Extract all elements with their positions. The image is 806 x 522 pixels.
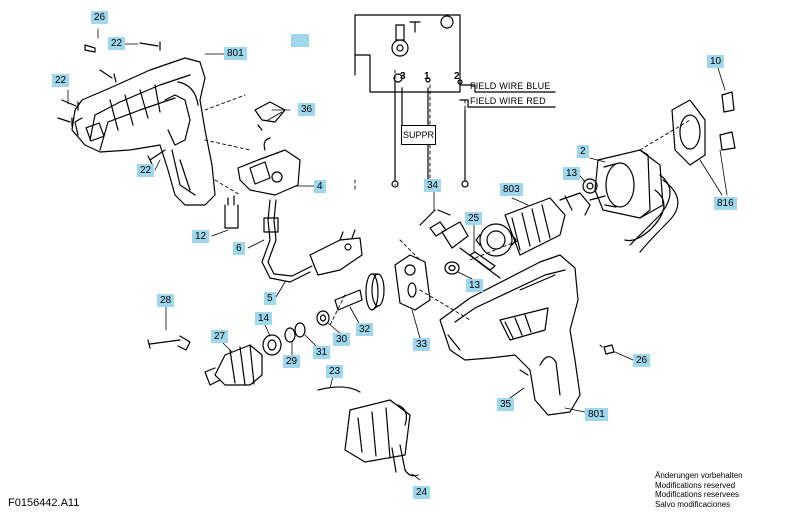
callout-26-right: 26 bbox=[633, 354, 651, 367]
callout-801-top: 801 bbox=[224, 47, 247, 60]
modification-notice: Änderungen vorbehalten Modifications res… bbox=[655, 471, 743, 509]
callout-6: 6 bbox=[233, 242, 245, 255]
callout-816: 816 bbox=[714, 197, 737, 210]
part-34 bbox=[419, 209, 469, 249]
callout-blank bbox=[291, 34, 309, 47]
part-23-24 bbox=[317, 386, 419, 477]
field-wire-blue-label: FIELD WIRE BLUE bbox=[470, 81, 551, 91]
stator-2 bbox=[594, 149, 679, 253]
notice-line-en: Modifications reserved bbox=[655, 480, 736, 490]
callout-29: 29 bbox=[283, 355, 301, 368]
callout-34: 34 bbox=[424, 179, 442, 192]
notice-line-es: Salvo modificaciones bbox=[655, 499, 731, 509]
callout-32: 32 bbox=[356, 323, 374, 336]
callout-5: 5 bbox=[264, 292, 276, 305]
wiring-schematic bbox=[354, 14, 556, 188]
washer-set bbox=[262, 310, 330, 356]
callout-803: 803 bbox=[500, 183, 523, 196]
callout-13-left: 13 bbox=[466, 279, 484, 292]
housing-half-left bbox=[71, 57, 216, 206]
screw-22-set bbox=[57, 39, 166, 165]
callout-801-bottom: 801 bbox=[585, 408, 608, 421]
terminal-1: 1 bbox=[424, 71, 430, 82]
callout-28: 28 bbox=[157, 294, 175, 307]
part-12 bbox=[224, 195, 239, 229]
chuck-key-28 bbox=[147, 335, 191, 351]
armature-803 bbox=[475, 192, 606, 257]
brush-holder-816 bbox=[671, 91, 736, 166]
assembly-guide-lines bbox=[204, 69, 691, 351]
document-reference: F0156442.A11 bbox=[8, 497, 80, 509]
power-cord bbox=[261, 199, 363, 283]
callout-4: 4 bbox=[314, 180, 326, 193]
bearing-13 bbox=[444, 178, 598, 275]
callout-31: 31 bbox=[313, 346, 331, 359]
callout-35: 35 bbox=[497, 398, 515, 411]
terminal-2: 2 bbox=[454, 71, 460, 82]
callout-2: 2 bbox=[577, 145, 589, 158]
callout-22-left: 22 bbox=[52, 74, 70, 87]
notice-line-fr: Modifications reservees bbox=[655, 490, 740, 499]
callout-14: 14 bbox=[255, 312, 273, 325]
gear-shaft-32 bbox=[334, 273, 385, 311]
suppressor-box: SUPPR bbox=[401, 125, 436, 145]
callout-22-top: 22 bbox=[108, 37, 126, 50]
field-wire-red-label: FIELD WIRE RED bbox=[470, 96, 546, 106]
callout-33: 33 bbox=[413, 338, 431, 351]
part-25 bbox=[459, 247, 501, 279]
part-36 bbox=[254, 101, 286, 131]
callout-23: 23 bbox=[326, 365, 344, 378]
callout-24: 24 bbox=[413, 486, 431, 499]
housing-half-right bbox=[439, 254, 581, 416]
callout-22-bottom: 22 bbox=[137, 164, 155, 177]
notice-line-de: Änderungen vorbehalten bbox=[655, 471, 743, 480]
callout-36: 36 bbox=[298, 103, 316, 116]
bracket-33 bbox=[394, 254, 431, 311]
callout-27: 27 bbox=[211, 330, 229, 343]
callout-30: 30 bbox=[333, 333, 351, 346]
switch-4 bbox=[237, 137, 301, 196]
callout-leaders bbox=[67, 28, 728, 481]
chuck-27 bbox=[204, 344, 263, 386]
callout-26-top: 26 bbox=[91, 11, 109, 24]
part-26 bbox=[519, 344, 615, 376]
callout-13-right: 13 bbox=[563, 167, 581, 180]
callout-25: 25 bbox=[465, 212, 483, 225]
callout-12: 12 bbox=[192, 230, 210, 243]
callout-10: 10 bbox=[707, 55, 725, 68]
terminal-3: 3 bbox=[400, 71, 406, 82]
